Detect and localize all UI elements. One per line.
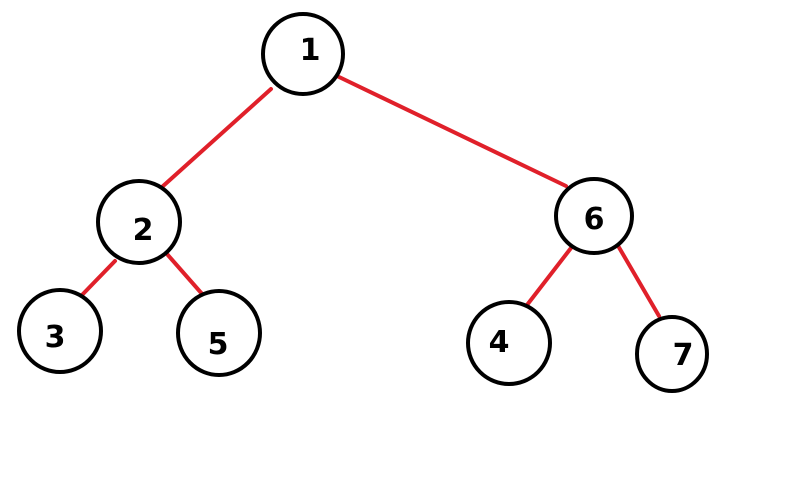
node-circle: [17, 288, 103, 374]
node-label: 1: [300, 33, 321, 68]
node-label: 5: [208, 327, 229, 362]
edge-6-4: [525, 246, 573, 307]
tree-node-2: 2: [96, 179, 182, 265]
edges: [80, 74, 661, 318]
tree-node-4: 4: [466, 300, 552, 386]
node-circle: [176, 289, 262, 377]
edge-6-7: [615, 242, 661, 318]
node-circle: [554, 177, 634, 255]
tree-node-1: 1: [261, 12, 345, 96]
tree-node-5: 5: [176, 289, 262, 377]
node-label: 6: [584, 202, 605, 237]
node-label: 2: [133, 213, 154, 248]
tree-node-6: 6: [554, 177, 634, 255]
tree-node-7: 7: [635, 315, 709, 393]
edge-2-5: [165, 252, 205, 297]
node-circle: [635, 315, 709, 393]
node-label: 4: [489, 325, 510, 360]
node-circle: [261, 12, 345, 96]
edge-1-6: [335, 74, 568, 188]
node-label: 3: [45, 320, 66, 355]
node-label: 7: [673, 338, 694, 373]
edge-2-3: [80, 259, 117, 297]
node-circle: [466, 300, 552, 386]
edge-1-2: [160, 87, 273, 189]
tree-node-3: 3: [17, 288, 103, 374]
node-circle: [96, 179, 182, 265]
